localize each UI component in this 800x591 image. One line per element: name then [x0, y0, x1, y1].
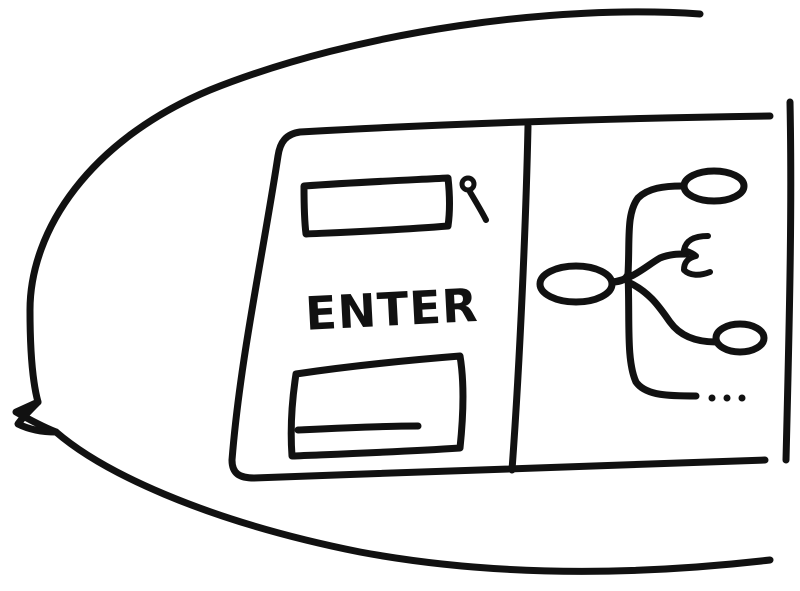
enter-label: ENTER	[304, 278, 480, 341]
window-right-edge	[786, 102, 791, 460]
output-box[interactable]	[291, 356, 463, 456]
tree-branch-middle	[612, 254, 686, 282]
tree-root-node	[540, 266, 612, 302]
search-icon[interactable]	[462, 178, 486, 220]
tree-more-indicator	[709, 395, 746, 402]
panel-divider	[512, 126, 528, 470]
search-input[interactable]	[304, 178, 450, 234]
left-panel: ENTER	[291, 178, 486, 456]
tree-child-node-1	[684, 171, 744, 201]
tree-child-node-3	[716, 324, 764, 352]
tree-branch-lower-middle	[628, 282, 716, 342]
right-panel	[540, 171, 764, 402]
output-box-bottom-line	[298, 426, 418, 430]
